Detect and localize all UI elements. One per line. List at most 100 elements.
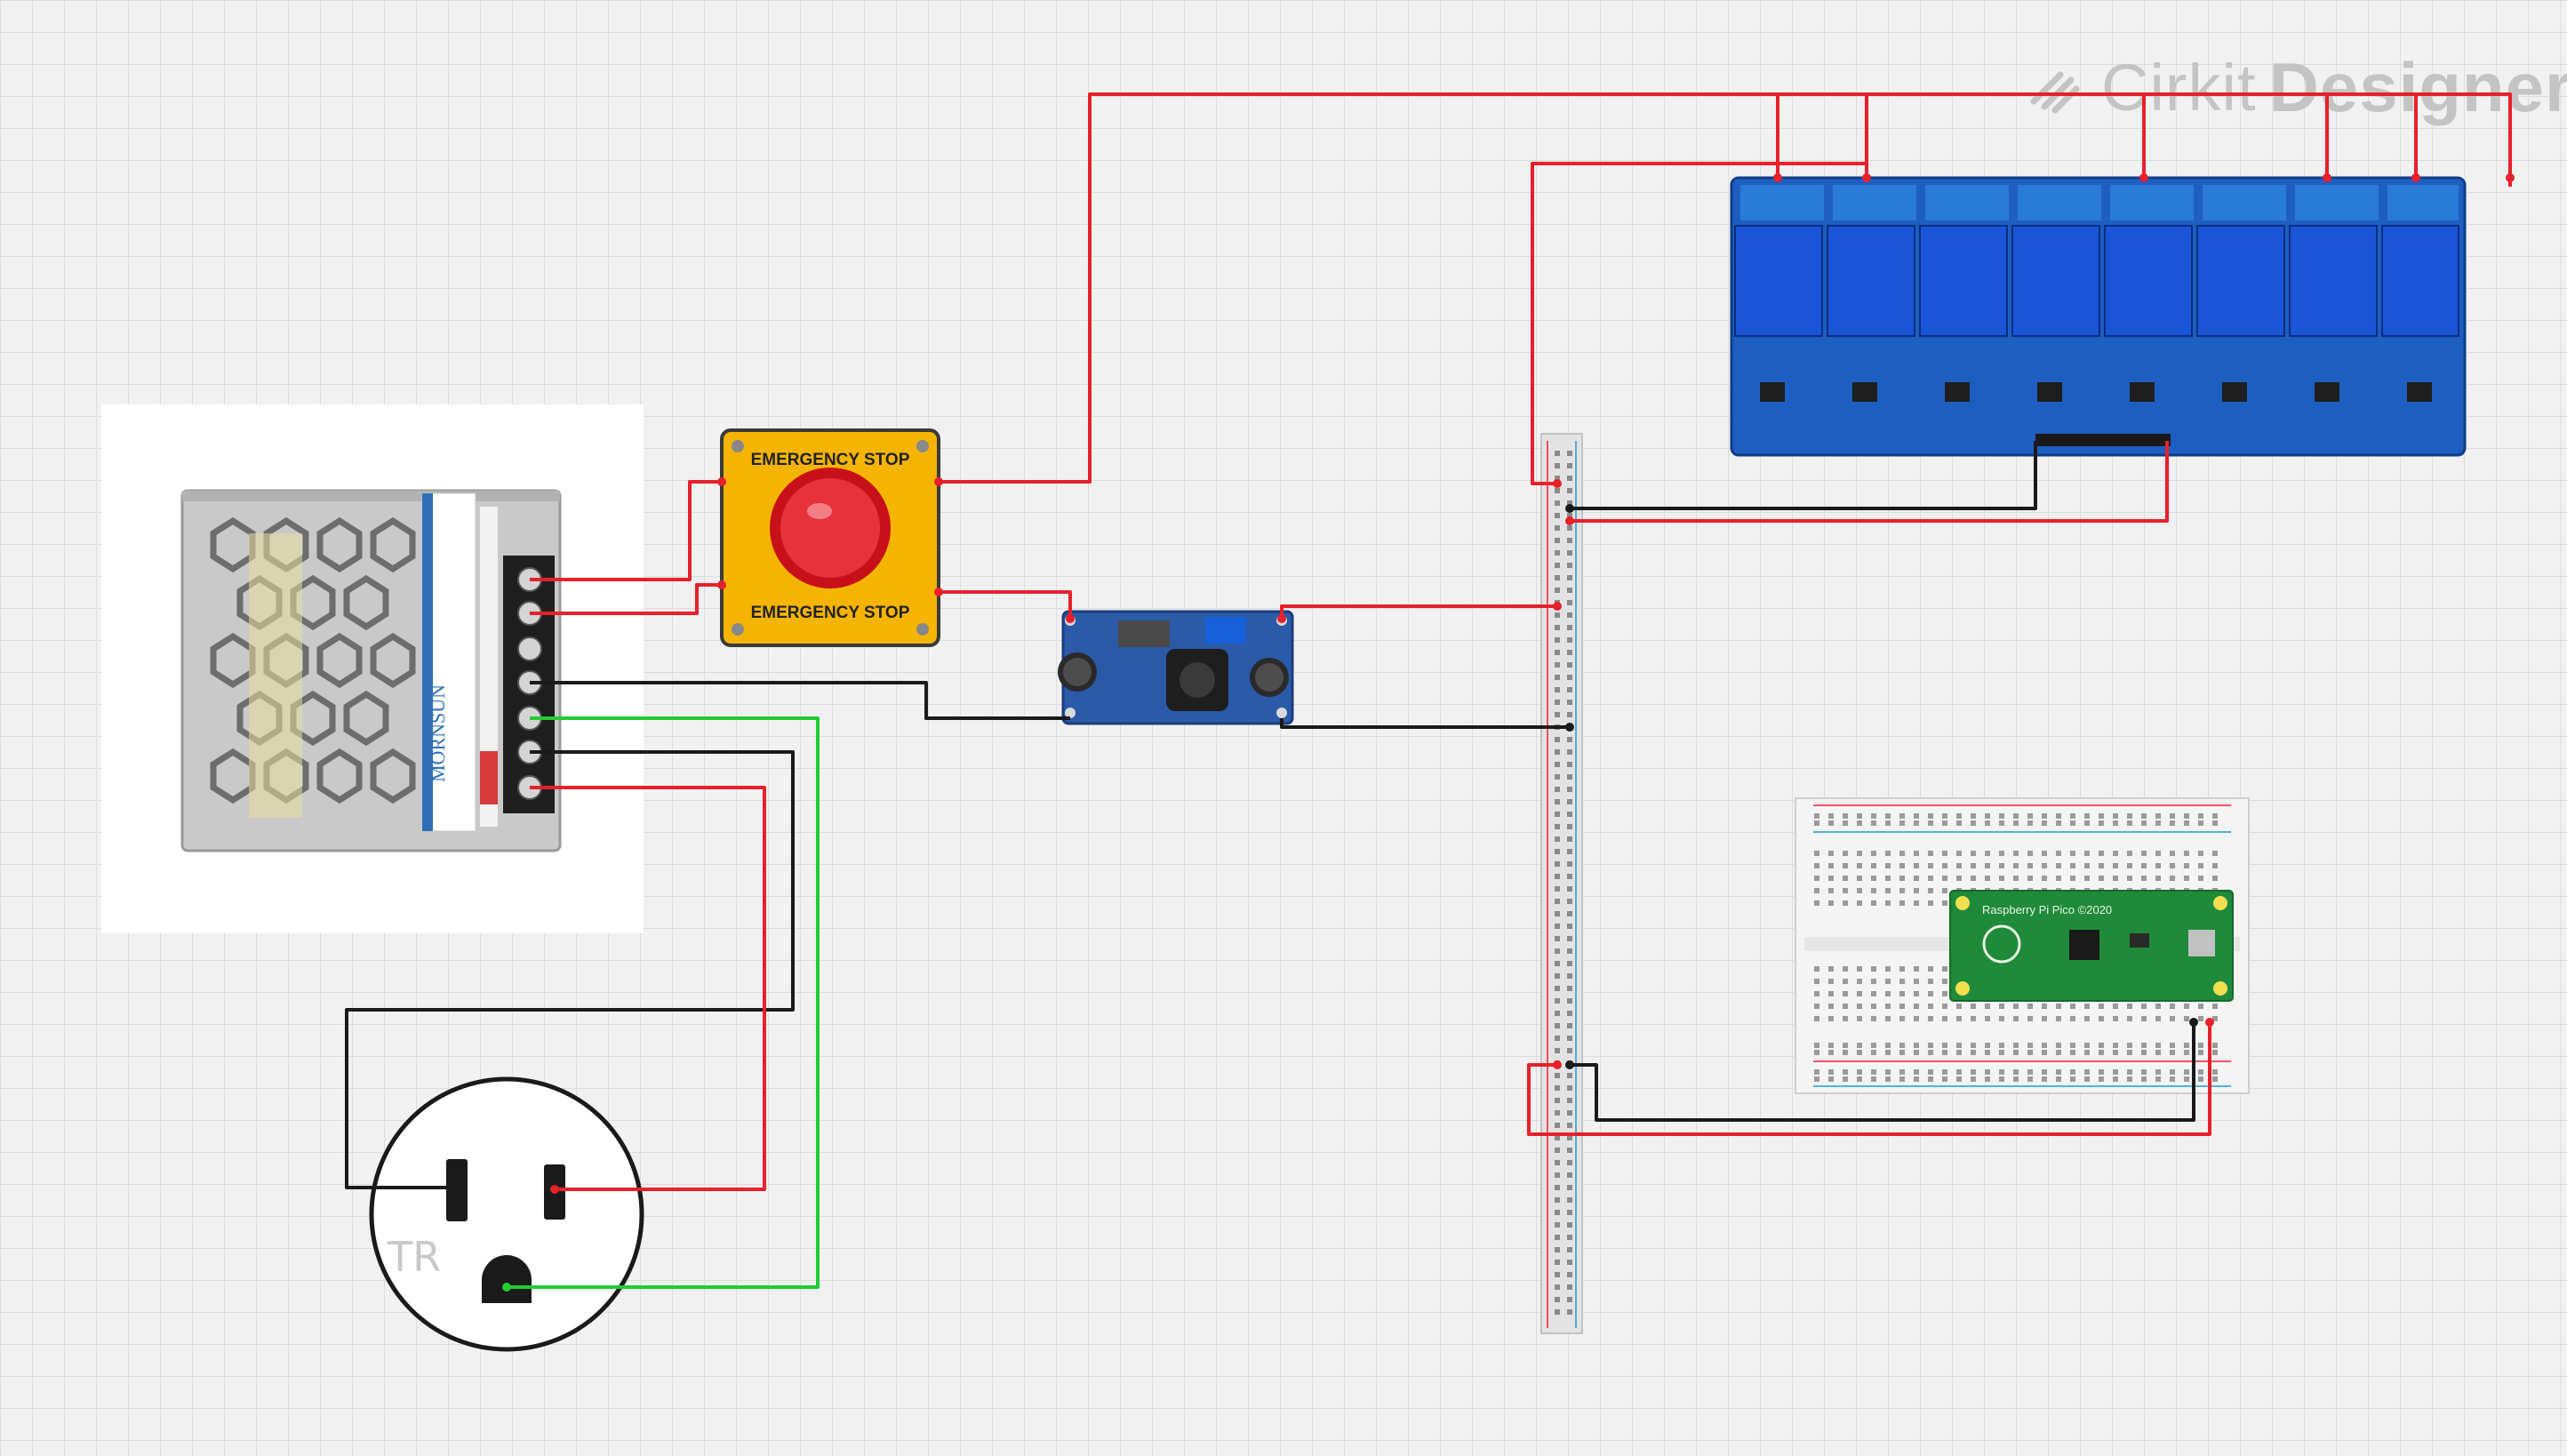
- power-supply[interactable]: MORNSUN: [101, 404, 644, 933]
- breadboard-hole: [2198, 1016, 2203, 1021]
- breadboard-hole: [1971, 1069, 1976, 1075]
- breadboard-hole: [1928, 1076, 1933, 1082]
- breadboard-hole: [1899, 1050, 1905, 1055]
- breadboard-hole: [1843, 1050, 1848, 1055]
- breadboard-hole: [1555, 1098, 1560, 1103]
- breadboard-hole: [1843, 1076, 1848, 1082]
- breadboard-hole: [1942, 820, 1947, 826]
- breadboard-hole: [2056, 1076, 2061, 1082]
- breadboard-hole: [1567, 700, 1572, 705]
- breadboard-hole: [1555, 476, 1560, 481]
- breadboard-hole: [1857, 876, 1862, 881]
- breadboard-hole: [2141, 813, 2147, 819]
- breadboard-hole: [1999, 1076, 2004, 1082]
- breadboard-hole: [1814, 1016, 1819, 1021]
- breadboard-hole: [2113, 1069, 2118, 1075]
- breadboard-hole: [1555, 948, 1560, 954]
- breadboard-hole: [1871, 851, 1876, 856]
- breadboard-hole: [1914, 1004, 1919, 1009]
- breadboard-hole: [1555, 799, 1560, 804]
- wall-outlet[interactable]: TR: [369, 1076, 644, 1352]
- breadboard-vertical[interactable]: [1540, 433, 1583, 1334]
- wire-red-relay-common-bus: [1778, 92, 2512, 187]
- breadboard-hole: [1899, 1043, 1905, 1048]
- breadboard-hole: [1985, 1043, 1990, 1048]
- breadboard-hole: [1971, 876, 1976, 881]
- breadboard-hole: [2027, 1069, 2033, 1075]
- breadboard-hole: [1985, 851, 1990, 856]
- wire-red-psu-to-estop-1: [530, 480, 722, 581]
- breadboard-hole: [1555, 451, 1560, 456]
- breadboard-hole: [1871, 1004, 1876, 1009]
- breadboard-hole: [2013, 851, 2019, 856]
- breadboard-hole: [2042, 851, 2047, 856]
- breadboard-hole: [1928, 863, 1933, 868]
- breadboard-hole: [1843, 1004, 1848, 1009]
- breadboard-hole: [1899, 979, 1905, 984]
- breadboard-hole: [2042, 1076, 2047, 1082]
- breadboard-hole: [1555, 774, 1560, 780]
- breadboard-hole: [1555, 737, 1560, 742]
- breadboard-hole: [1956, 1004, 1962, 1009]
- breadboard-hole: [1555, 1073, 1560, 1078]
- relay-module-8ch[interactable]: [1730, 176, 2467, 457]
- breadboard-hole: [2056, 1069, 2061, 1075]
- breadboard-hole: [1814, 900, 1819, 906]
- breadboard-hole: [1567, 787, 1572, 792]
- breadboard-hole: [1857, 966, 1862, 972]
- breadboard-hole: [2113, 1043, 2118, 1048]
- breadboard-hole: [2127, 1050, 2132, 1055]
- breadboard-hole: [2113, 863, 2118, 868]
- breadboard-hole: [1956, 1069, 1962, 1075]
- breadboard-hole: [1871, 900, 1876, 906]
- breadboard-hole: [2155, 863, 2161, 868]
- breadboard-hole: [2141, 876, 2147, 881]
- estop-label-bottom: EMERGENCY STOP: [751, 604, 910, 622]
- breadboard-hole: [1999, 876, 2004, 881]
- breadboard-hole: [1567, 612, 1572, 618]
- outlet-tr-marking: TR: [387, 1233, 441, 1281]
- breadboard-hole: [1814, 1004, 1819, 1009]
- breadboard-hole: [1555, 700, 1560, 705]
- buck-converter-module[interactable]: [1058, 610, 1294, 725]
- wire-red-psu-to-estop-2: [530, 583, 722, 615]
- breadboard-hole: [1899, 966, 1905, 972]
- breadboard-hole: [2056, 1043, 2061, 1048]
- breadboard-hole: [1555, 538, 1560, 543]
- breadboard-hole: [1843, 900, 1848, 906]
- breadboard-hole: [2027, 813, 2033, 819]
- breadboard-hole: [1567, 687, 1572, 692]
- breadboard-hole: [1985, 1004, 1990, 1009]
- breadboard-hole: [2170, 1016, 2175, 1021]
- breadboard-hole: [1985, 813, 1990, 819]
- breadboard-hole: [1885, 1069, 1891, 1075]
- raspberry-pi-pico[interactable]: Raspberry Pi Pico ©2020: [1949, 890, 2234, 1002]
- breadboard-hole: [1871, 1043, 1876, 1048]
- breadboard-hole: [1971, 1076, 1976, 1082]
- breadboard-hole: [1999, 1043, 2004, 1048]
- breadboard-hole: [1885, 888, 1891, 893]
- breadboard-hole: [1985, 1076, 1990, 1082]
- wire-red-buck-out-to-rail: [1280, 604, 1557, 619]
- breadboard-hole: [1555, 762, 1560, 767]
- breadboard-hole: [1971, 1016, 1976, 1021]
- breadboard-hole: [2070, 1076, 2075, 1082]
- breadboard-hole: [2042, 813, 2047, 819]
- breadboard-hole: [2212, 876, 2218, 881]
- emergency-stop-button[interactable]: EMERGENCY STOP EMERGENCY STOP: [720, 428, 940, 647]
- breadboard-hole: [1857, 820, 1862, 826]
- breadboard-hole: [2170, 851, 2175, 856]
- breadboard-hole: [2127, 820, 2132, 826]
- breadboard-hole: [2212, 1050, 2218, 1055]
- breadboard-hole: [1942, 863, 1947, 868]
- wire-black-rail-to-relay-gnd: [1570, 441, 2037, 510]
- breadboard-hole: [2042, 1043, 2047, 1048]
- breadboard-hole: [2184, 851, 2189, 856]
- breadboard-hole: [2170, 1050, 2175, 1055]
- breadboard-hole: [1567, 650, 1572, 655]
- breadboard-hole: [1567, 675, 1572, 680]
- breadboard-hole: [2198, 1043, 2203, 1048]
- breadboard-hole: [2155, 1004, 2161, 1009]
- breadboard-hole: [1914, 900, 1919, 906]
